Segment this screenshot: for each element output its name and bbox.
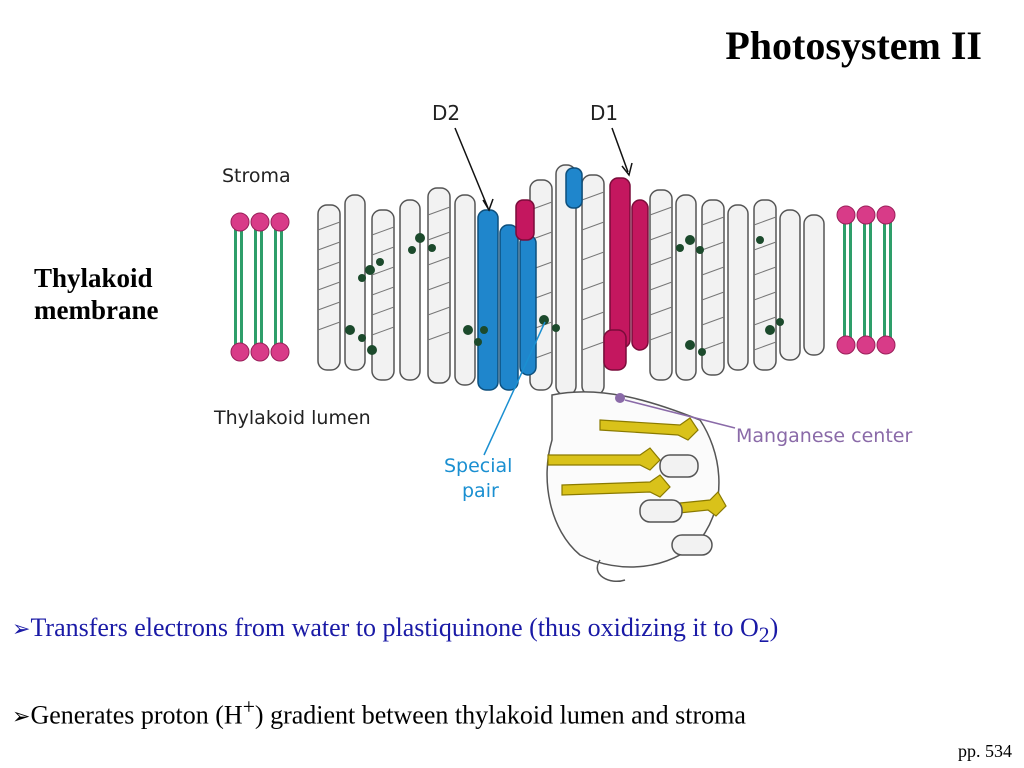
- side-label-line1: Thylakoid: [34, 263, 153, 293]
- lipid-bilayer-left: [230, 212, 290, 362]
- special-pair-label-line1: Special: [444, 455, 512, 477]
- bullet-text-a: Transfers electrons from water to plasti…: [30, 613, 759, 642]
- bullet-subscript: 2: [758, 623, 770, 648]
- bullet-superscript: +: [242, 695, 255, 719]
- thylakoid-lumen-label: Thylakoid lumen: [213, 407, 371, 429]
- special-pair-label-line2: pair: [462, 480, 499, 502]
- lipid-bilayer-right: [836, 205, 896, 355]
- thylakoid-membrane-label: Thylakoid membrane: [34, 262, 158, 327]
- bullet-arrow-icon: ➢: [12, 617, 31, 642]
- bullet-arrow-icon: ➢: [12, 704, 31, 730]
- bullet-proton-gradient: ➢Generates proton (H+) gradient between …: [12, 694, 932, 732]
- cofactor-clusters: [345, 233, 784, 356]
- slide-title: Photosystem II: [725, 23, 982, 68]
- manganese-center-marker: [615, 393, 625, 403]
- manganese-center-label: Manganese center: [736, 425, 912, 447]
- page-reference: pp. 534: [958, 741, 1012, 761]
- bullet-text-b: ) gradient between thylakoid lumen and s…: [254, 700, 746, 730]
- photosystem-diagram: D2 D1 Stroma Thylakoid lumen Manganese c…: [213, 101, 912, 582]
- bullet-text-a: Generates proton (H: [30, 700, 243, 730]
- bullet-text-b: ): [769, 613, 779, 642]
- d2-label: D2: [432, 101, 460, 125]
- d1-subunit: [515, 177, 649, 371]
- lumenal-extrinsic-subunit: [546, 391, 727, 582]
- stroma-label: Stroma: [222, 165, 291, 187]
- d1-label: D1: [590, 101, 618, 125]
- d2-subunit: [477, 167, 583, 391]
- bullet-transfers-electrons: ➢Transfers electrons from water to plast…: [12, 612, 992, 649]
- label-pointers: [454, 127, 736, 456]
- side-label-line2: membrane: [34, 295, 159, 326]
